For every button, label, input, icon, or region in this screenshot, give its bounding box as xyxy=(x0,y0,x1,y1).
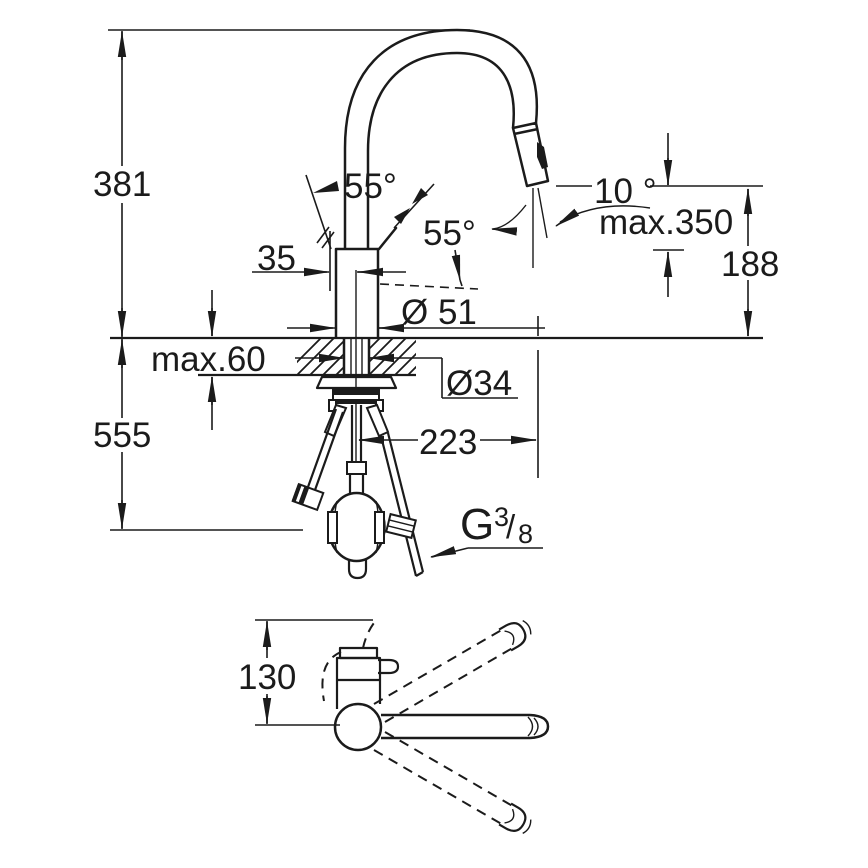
bowtie-arrow-right xyxy=(412,188,428,204)
dim-hole-diameter-label: Ø34 xyxy=(446,364,512,403)
dim-body-depth-label: 130 xyxy=(238,658,296,697)
dim-handle-offset-label: 35 xyxy=(257,239,296,278)
hose-connector-right xyxy=(365,403,390,438)
mounting-shank xyxy=(342,338,371,377)
hose-nut-left xyxy=(291,482,325,512)
spout-riser xyxy=(343,148,370,249)
angle-10-label: 10 ° xyxy=(594,172,657,211)
cartridge-cap-top xyxy=(338,646,379,660)
body-top xyxy=(335,656,382,682)
handle-lever xyxy=(377,226,398,251)
angle-55-left-label: 55° xyxy=(344,167,397,206)
spout-swivel-position-up xyxy=(373,627,517,723)
thread-spec-label: G 3 / 8 xyxy=(460,500,533,549)
deck-hatch-right xyxy=(369,338,416,375)
faucet-top-outline xyxy=(321,617,550,835)
base-flange xyxy=(315,375,398,390)
angle-arrowhead xyxy=(313,181,339,193)
thread-numerator: 3 xyxy=(494,502,509,532)
supply-hose-right xyxy=(379,432,425,577)
spout-end-up xyxy=(498,619,532,652)
faucet-body xyxy=(334,247,380,338)
thread-letter: G xyxy=(460,500,494,549)
dim-outlet-height-label: 188 xyxy=(721,245,779,284)
top-view-dimensions xyxy=(255,619,373,726)
handle-top xyxy=(378,658,400,675)
handle-swing-arc xyxy=(321,651,342,702)
dim-below-deck-label: 555 xyxy=(93,416,151,455)
supply-hose-left xyxy=(306,408,345,491)
spout-swivel-position-down xyxy=(373,731,517,827)
spray-head xyxy=(511,121,550,188)
thread-slash: / xyxy=(506,508,516,545)
bowtie-arrow-left xyxy=(394,208,410,224)
dim-hose-extension-label: max.350 xyxy=(599,203,733,242)
side-view: 381 555 max.60 35 55° 55° 10 ° max.350 1… xyxy=(93,28,779,580)
gooseneck-outer xyxy=(343,28,539,149)
pullout-hose-tube xyxy=(350,405,363,462)
angle-55-right-label: 55° xyxy=(423,214,476,253)
handle-swing-arc-2 xyxy=(362,617,379,649)
spout-end-down xyxy=(498,802,532,835)
dim-spout-reach-label: 223 xyxy=(419,423,477,462)
top-view: 130 xyxy=(238,617,550,835)
dim-deck-thickness-label: max.60 xyxy=(151,340,266,379)
dim-body-diameter-label: Ø 51 xyxy=(401,293,477,332)
thread-denominator: 8 xyxy=(518,519,533,549)
spout-top xyxy=(381,713,530,740)
deck-hatch-left xyxy=(297,338,344,375)
dim-overall-height-label: 381 xyxy=(93,165,151,204)
weight-nub xyxy=(347,559,368,580)
faucet-side-outline xyxy=(291,28,550,580)
swivel-joint-top xyxy=(333,702,383,752)
spray-trigger xyxy=(537,142,548,169)
gooseneck-inner xyxy=(366,51,515,152)
hose-nut-right xyxy=(384,512,418,540)
